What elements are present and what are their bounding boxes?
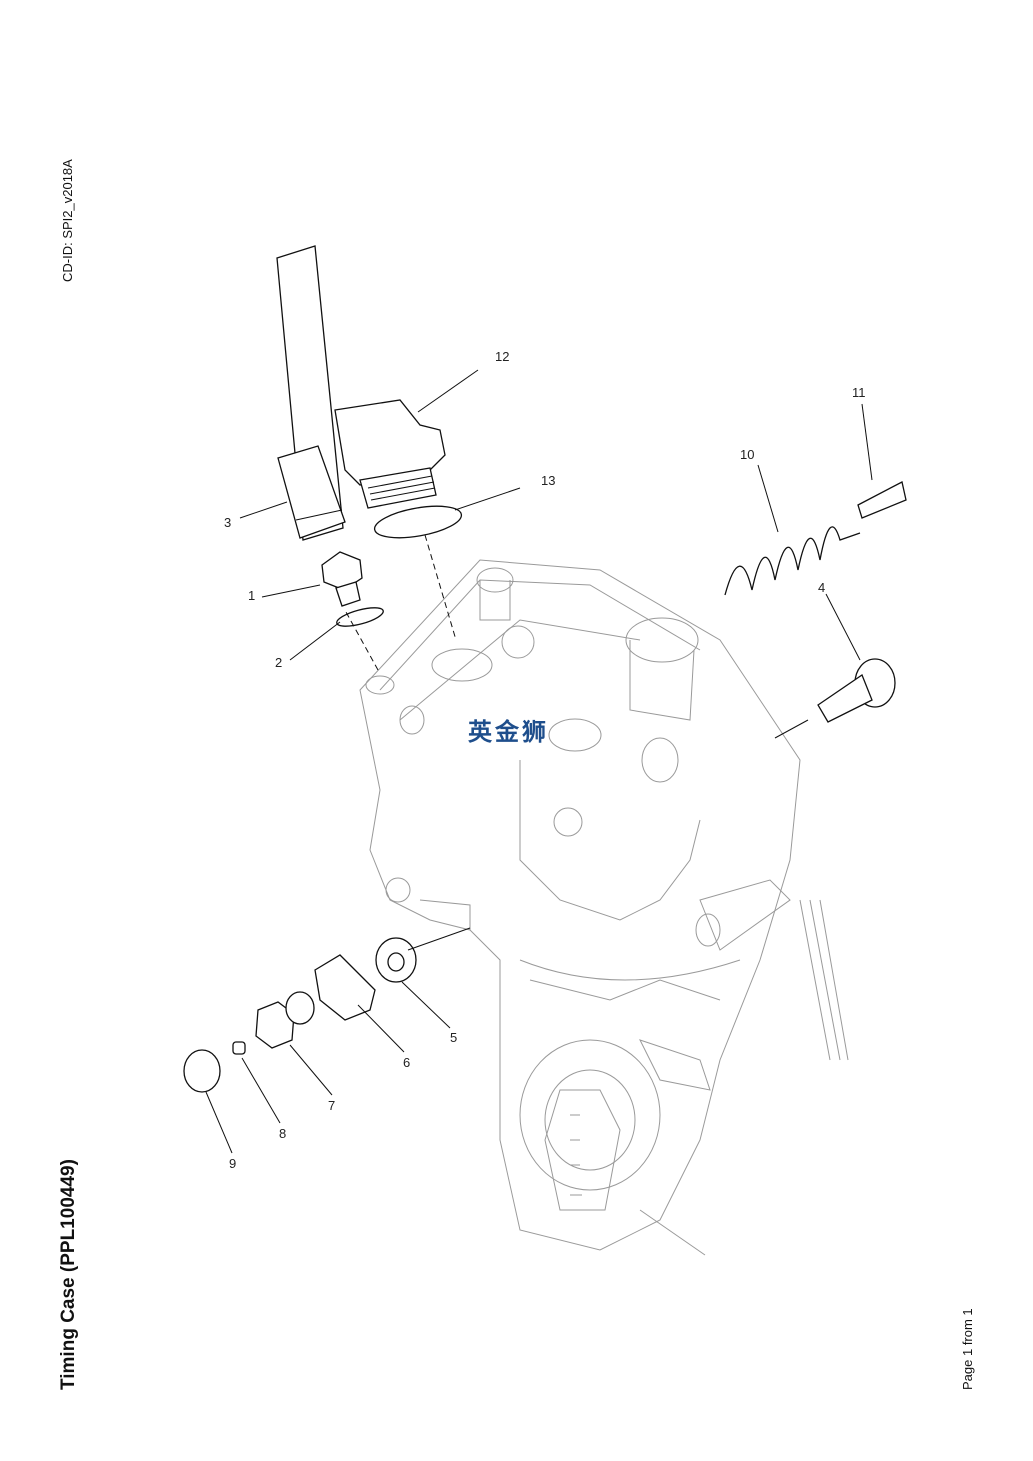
part-6-adaptor	[314, 954, 376, 1021]
callout-7: 7	[328, 1098, 335, 1113]
engine-block-outline	[359, 559, 849, 1256]
callout-8: 8	[279, 1126, 286, 1141]
part-3-sleeve-shape	[277, 445, 346, 539]
part-12-filler-cap	[334, 399, 446, 509]
leader-lines	[205, 369, 873, 1154]
part-3-sleeve	[276, 245, 344, 541]
part-11-pin	[857, 481, 907, 519]
callout-5: 5	[450, 1030, 457, 1045]
callout-3: 3	[224, 515, 231, 530]
part-4-screw	[817, 658, 896, 723]
part-13-o-ring	[373, 505, 463, 539]
callout-13: 13	[541, 473, 555, 488]
callout-4: 4	[818, 580, 825, 595]
callout-6: 6	[403, 1055, 410, 1070]
part-8-dowel	[232, 1041, 246, 1055]
part-9-plug	[183, 1049, 221, 1093]
part-2-washer	[336, 607, 384, 627]
part-1-bolt	[321, 551, 363, 607]
callout-10: 10	[740, 447, 754, 462]
part-5-washer	[375, 937, 417, 983]
watermark-logo: 英金狮	[468, 718, 549, 746]
callout-12: 12	[495, 349, 509, 364]
callout-1: 1	[248, 588, 255, 603]
callout-9: 9	[229, 1156, 236, 1171]
part-10-spring	[724, 526, 861, 596]
callout-2: 2	[275, 655, 282, 670]
callout-11: 11	[852, 385, 866, 400]
part-7-nut	[255, 991, 315, 1049]
